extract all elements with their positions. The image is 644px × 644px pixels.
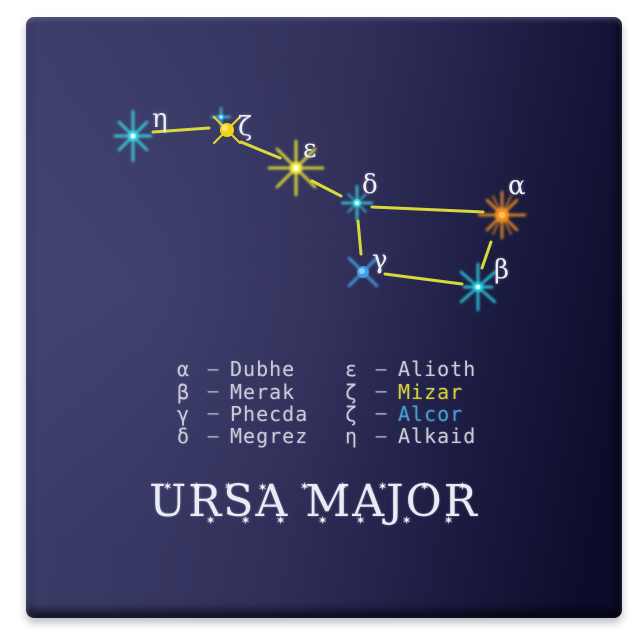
legend-greek: ζ [344,379,358,404]
legend-greek: ε [344,357,358,382]
legend-name: Dubhe [230,357,296,382]
legend-greek: δ [176,424,190,449]
legend-dash: – [375,425,387,447]
legend-name: Alkaid [398,424,477,449]
legend-column-right: ε – Alioth ζ – Mizar ζ – Alcor η – Alkai… [338,357,477,449]
label-epsilon: ε [303,134,317,164]
legend-name: Mizar [398,379,464,404]
legend-greek: β [176,379,190,404]
legend-name: Merak [230,379,296,404]
legend-row-merak: β – Merak [170,379,308,404]
constellation-title: URSA MAJOR [149,476,479,527]
legend-greek: ζ [344,401,358,426]
legend-row-megrez: δ – Megrez [170,424,309,449]
label-delta: δ [362,170,378,200]
legend-column-left: α – Dubhe β – Merak γ – Phecda δ – Megre… [170,357,309,449]
legend-dash: – [375,381,387,403]
legend-name: Alioth [398,357,477,382]
legend-row-alcor: ζ – Alcor [338,401,476,426]
legend-dash: – [207,358,219,380]
legend-dash: – [375,403,387,425]
legend-dash: – [375,358,387,380]
legend-row-dubhe: α – Dubhe [170,357,308,382]
legend-greek: η [344,424,358,449]
legend-dash: – [207,403,219,425]
legend-row-mizar: ζ – Mizar [338,379,476,404]
legend-dash: – [207,425,219,447]
legend-row-phecda: γ – Phecda [170,401,309,426]
label-eta: η [152,104,168,134]
legend-name: Megrez [230,424,309,449]
legend-name: Phecda [230,401,309,426]
legend-greek: α [176,357,190,382]
label-zeta: ζ [238,112,253,142]
legend-row-alioth: ε – Alioth [338,357,477,382]
legend-name: Alcor [398,401,464,426]
legend-row-alkaid: η – Alkaid [338,424,477,449]
ceramic-tile [26,17,622,618]
label-beta: β [494,255,510,285]
legend-dash: – [207,381,219,403]
label-alpha: α [508,171,526,201]
label-gamma: γ [372,245,388,275]
legend-greek: γ [176,401,190,426]
